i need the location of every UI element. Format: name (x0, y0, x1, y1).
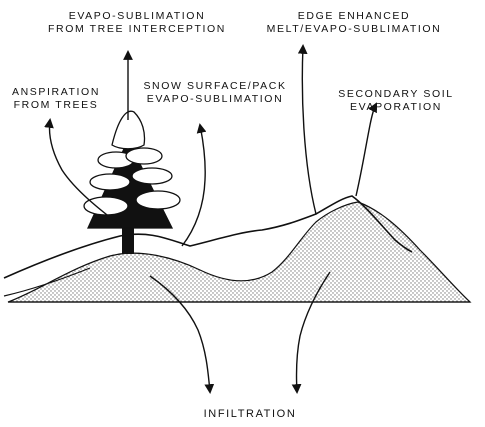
label-edge-enhanced-line1: EDGE ENHANCED (262, 10, 446, 23)
label-transpiration-line1: ANSPIRATION (6, 86, 106, 99)
label-secondary-soil-line2: EVAPORATION (330, 101, 462, 114)
soil-ground (8, 202, 470, 302)
label-secondary-soil: SECONDARY SOIL EVAPORATION (330, 88, 462, 114)
label-evapo-sublimation-tree-line1: EVAPO-SUBLIMATION (42, 10, 232, 23)
label-transpiration: ANSPIRATION FROM TREES (6, 86, 106, 112)
label-secondary-soil-line1: SECONDARY SOIL (330, 88, 462, 101)
label-evapo-sublimation-tree-line2: FROM TREE INTERCEPTION (42, 23, 232, 36)
arrow-secondary-soil (356, 104, 376, 196)
label-transpiration-line2: FROM TREES (6, 99, 106, 112)
arrow-snow-surface (182, 125, 205, 246)
tree-crown (84, 111, 180, 228)
label-edge-enhanced: EDGE ENHANCED MELT/EVAPO-SUBLIMATION (262, 10, 446, 36)
label-evapo-sublimation-tree: EVAPO-SUBLIMATION FROM TREE INTERCEPTION (42, 10, 232, 36)
label-snow-surface: SNOW SURFACE/PACK EVAPO-SUBLIMATION (140, 80, 290, 106)
label-snow-surface-line1: SNOW SURFACE/PACK (140, 80, 290, 93)
arrow-edge-enhanced (302, 46, 316, 214)
label-infiltration: INFILTRATION (180, 408, 320, 421)
label-snow-surface-line2: EVAPO-SUBLIMATION (140, 93, 290, 106)
label-edge-enhanced-line2: MELT/EVAPO-SUBLIMATION (262, 23, 446, 36)
